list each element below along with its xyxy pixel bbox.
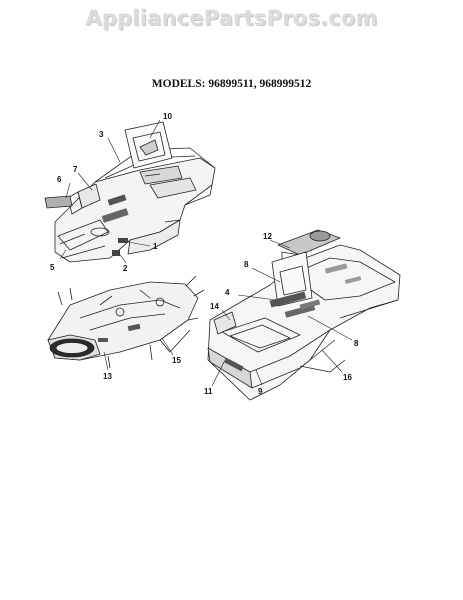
callout-13: 13 [103,372,112,381]
callout-2: 2 [123,264,128,273]
callout-numbers: 10 3 7 6 1 5 2 12 8 4 14 8 11 9 16 13 15 [50,112,359,396]
leader-lines [59,119,353,387]
callout-1: 1 [153,242,158,251]
callout-3: 3 [99,130,104,139]
models-heading: MODELS: 96899511, 968999512 [151,78,312,90]
tractor-body-rear-view [207,229,401,401]
callout-8-upper: 8 [244,260,249,269]
watermark-logo: AppliancePartsPros.com [85,6,378,30]
callout-4: 4 [225,288,230,297]
mower-deck [47,275,205,369]
callout-9: 9 [258,387,263,396]
callout-15: 15 [172,356,181,365]
callout-8-lower: 8 [354,339,359,348]
callout-11: 11 [204,387,213,396]
callout-7: 7 [73,165,78,174]
callout-6: 6 [57,175,62,184]
callout-16: 16 [343,373,352,382]
callout-5: 5 [50,263,55,272]
tractor-body-front-view [44,121,216,263]
callout-14: 14 [210,302,219,311]
callout-12: 12 [263,232,272,241]
callout-10: 10 [163,112,172,121]
